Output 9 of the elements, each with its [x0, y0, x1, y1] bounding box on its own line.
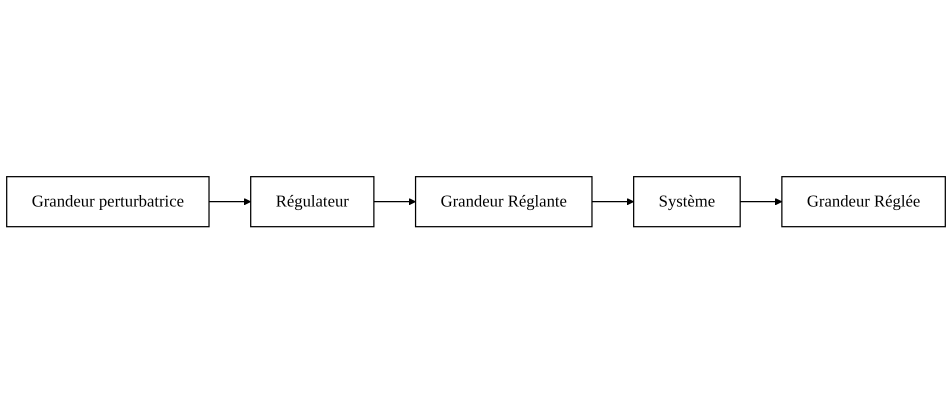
arrow [740, 198, 782, 206]
arrow [374, 198, 416, 206]
node-box: Grandeur perturbatrice [6, 176, 210, 228]
node-box: Grandeur Réglée [781, 176, 946, 228]
arrow [592, 198, 634, 206]
node-box: Régulateur [250, 176, 374, 228]
node-box: Système [633, 176, 741, 228]
arrow [209, 198, 252, 206]
node-box: Grandeur Réglante [414, 176, 593, 228]
